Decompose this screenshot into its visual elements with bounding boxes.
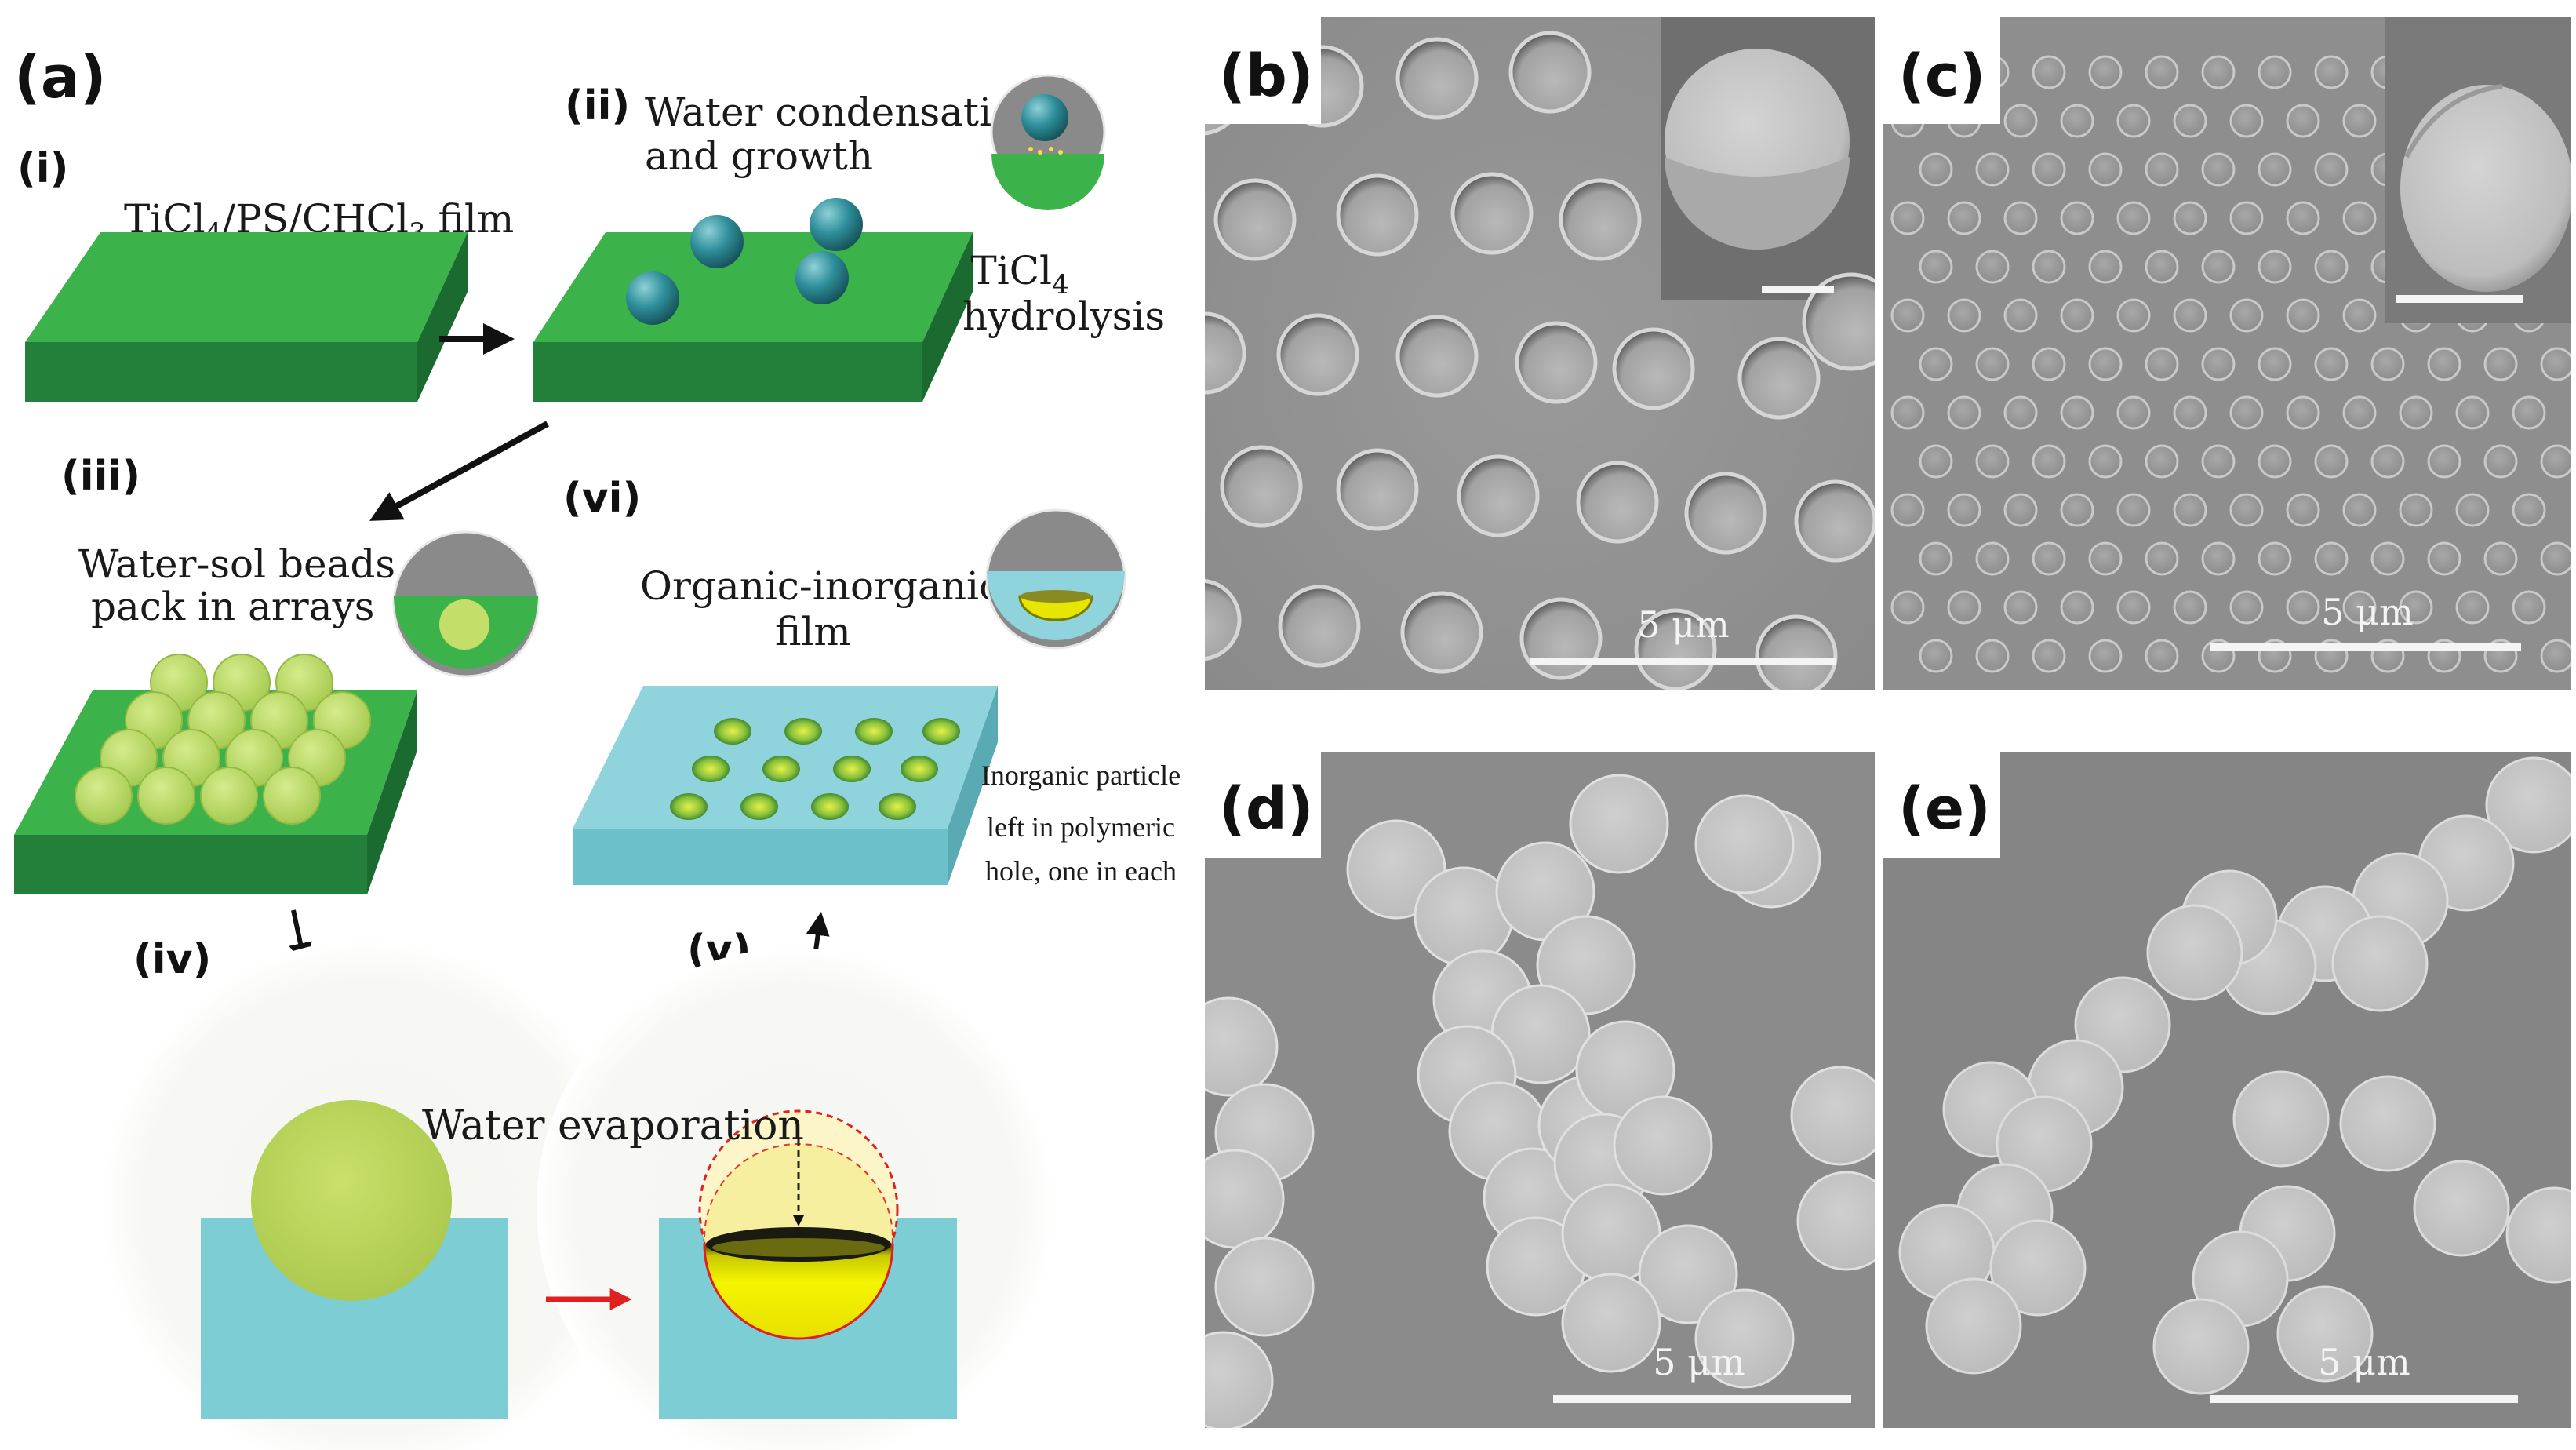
- sem-b-label-box: [1205, 17, 1321, 124]
- sem-e-label: (e): [1898, 775, 1991, 843]
- vi-side-label-3: hole, one in each: [985, 855, 1177, 887]
- step-iii-caption-2: pack in arrays: [91, 584, 374, 629]
- hydrolysis-label-1: TiCl4: [970, 248, 1068, 301]
- sem-panel-e: (e) 5 μm: [1883, 752, 2571, 1428]
- sem-d-label: (d): [1219, 775, 1314, 843]
- step-iv-label: (iv): [133, 936, 211, 983]
- film-slab-ii: [533, 232, 973, 402]
- step-iii-caption-1: Water-sol beads: [78, 541, 395, 587]
- step-ii-caption-2: and growth: [645, 133, 873, 179]
- sem-c-label: (c): [1898, 42, 1986, 110]
- evaporating-droplet: [698, 1109, 899, 1340]
- panel-a-label: (a): [14, 44, 107, 111]
- step-i: (i) TiCl4/PS/CHCl3 film: [17, 145, 514, 402]
- step-vi-caption-1: Organic-inorganic: [640, 563, 1001, 609]
- sem-c-label-box: [1883, 17, 2000, 124]
- sem-e-label-box: [1883, 752, 2000, 858]
- sem-d-label-box: [1205, 752, 1321, 858]
- vi-side-label-1: Inorganic particle: [981, 760, 1181, 791]
- particle-holes: [670, 718, 960, 820]
- evaporation-detail: Water evaporation: [102, 940, 1054, 1450]
- sem-c-scale-bar: [2210, 643, 2521, 651]
- sem-e-scale-bar: [2210, 1395, 2518, 1403]
- sem-b-inset: [1661, 17, 1875, 371]
- step-vi: (vi) Organic-inorganic film Inorganic pa…: [563, 475, 1181, 887]
- organic-film-slab: [573, 686, 998, 885]
- film-slab-i: [25, 232, 468, 402]
- sem-d-scale-label: 5 μm: [1653, 1341, 1745, 1383]
- water-droplets: [626, 198, 863, 325]
- sem-b-label: (b): [1219, 42, 1314, 110]
- sem-b-scale-label: 5 μm: [1637, 603, 1729, 646]
- step-vi-caption-2: film: [775, 609, 851, 654]
- sem-panel-d: (d) 5 μm: [1205, 752, 1875, 1428]
- hydrolysis-label-2: hydrolysis: [962, 293, 1165, 339]
- particle-inset-vi: [985, 508, 1126, 650]
- step-iii: (iii) Water-sol beads pack in arrays: [14, 453, 540, 894]
- panel-a: (a) (i) TiCl4/PS/CHCl3 film (ii) Water c…: [14, 44, 1181, 1450]
- evaporation-label: Water evaporation: [422, 1102, 804, 1149]
- water-bead-large: [251, 1100, 452, 1301]
- sem-b-scale-bar: [1530, 658, 1836, 665]
- water-sol-beads: [75, 654, 371, 825]
- sem-d-particles: [1205, 774, 1875, 1428]
- sem-c-scale-label: 5 μm: [2321, 591, 2413, 633]
- sem-panel-b: (b) 5 μm: [1205, 17, 1875, 690]
- sem-e-scale-label: 5 μm: [2318, 1341, 2410, 1383]
- sem-e-particles: [1898, 756, 2571, 1395]
- vi-side-label-2: left in polymeric: [987, 811, 1175, 843]
- bead-inset-iii: [392, 530, 540, 678]
- step-iii-label: (iii): [61, 453, 140, 500]
- step-ii-label: (ii): [565, 82, 630, 129]
- step-vi-label: (vi): [563, 475, 641, 522]
- step-ii: (ii) Water condensation and growth: [533, 74, 1165, 402]
- step-ii-caption-1: Water condensation: [645, 89, 1040, 135]
- sem-c-inset: [2385, 17, 2571, 323]
- sem-d-scale-bar: [1553, 1395, 1851, 1403]
- arrow-ii-to-iii: [369, 421, 549, 521]
- step-i-label: (i): [17, 145, 68, 192]
- sem-panel-c: (c) 5 μm: [1883, 17, 2571, 690]
- droplet-inset-ii: [990, 74, 1106, 210]
